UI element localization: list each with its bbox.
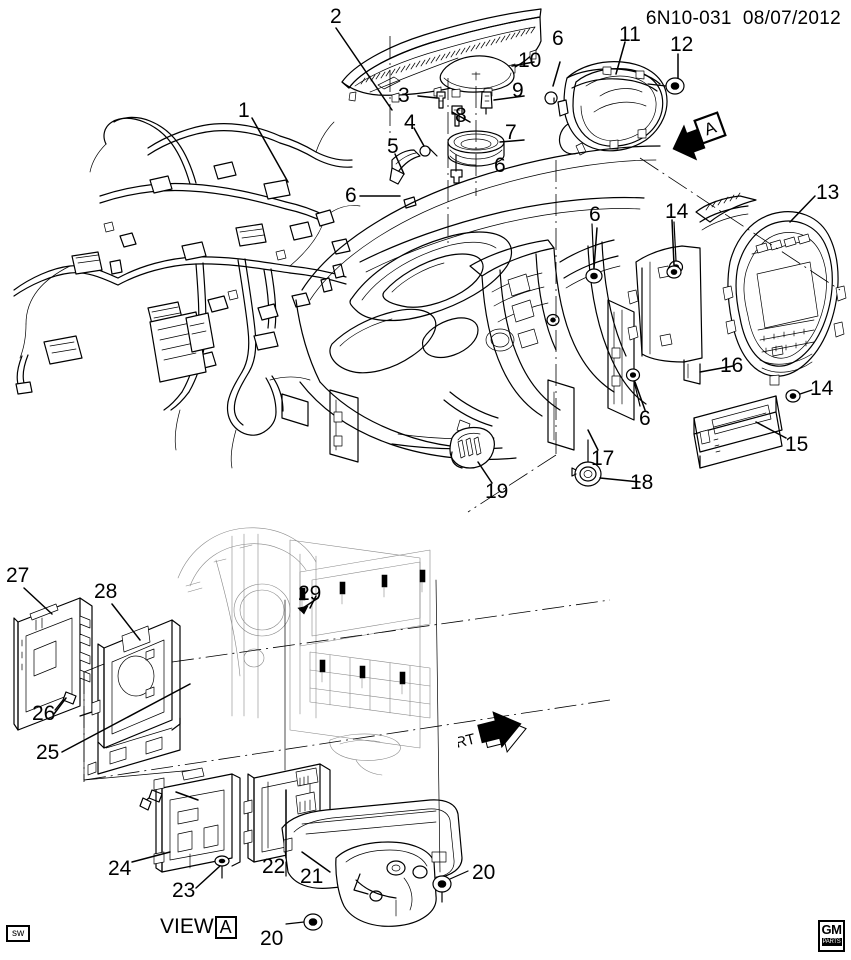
view-label-prefix: VIEW [160,915,214,938]
sheet-code-box: sw [6,925,31,942]
section-arrow-a-marker: A [668,108,730,170]
callout-1: 1 [238,99,250,122]
callout-13: 13 [816,181,840,204]
callout-21: 21 [300,865,324,888]
callout-5: 5 [387,135,399,158]
callout-2: 2 [330,5,342,28]
drawing-header: 6N10-031 08/07/2012 [645,8,841,29]
callout-18: 18 [630,471,654,494]
callout-25: 25 [36,741,60,764]
callout-23: 23 [172,879,196,902]
callout-14a: 14 [665,200,689,223]
callout-9: 9 [512,79,524,102]
part-accessory-socket-19 [449,426,495,469]
part-mounting-bracket-24 [153,767,241,873]
part-screws-6-center [546,221,684,407]
part-pin-4 [419,145,438,157]
callout-12: 12 [670,33,694,56]
part-wiring-harness [13,116,361,469]
callout-6d: 6 [589,203,601,226]
callout-26: 26 [32,702,56,725]
part-radio-module-15 [693,395,783,469]
svg-text:FRT: FRT [458,731,477,754]
part-speaker-grille-10 [439,55,515,98]
frt-orientation-marker: FRT [445,706,534,758]
callout-3: 3 [398,84,410,107]
part-clip-3 [436,91,446,109]
callout-6e: 6 [639,407,651,430]
view-label-id: A [214,915,237,939]
part-clip-6-cluster [544,91,558,105]
part-control-tray-21 [281,799,463,927]
gm-logo-secondary: PARTS [821,938,842,946]
part-carrier-bracket-28 [83,619,195,781]
callout-6a: 6 [345,184,357,207]
part-screws-6-lower [139,789,163,811]
callout-14b: 14 [810,377,834,400]
callout-6c: 6 [494,154,506,177]
callout-4: 4 [404,111,416,134]
gm-logo-primary: GM [821,922,842,937]
gm-logo: GM PARTS [818,920,845,952]
part-bcm-22 [243,763,331,877]
part-cluster-screw-12 [647,77,685,95]
callout-17: 17 [591,447,615,470]
view-label: VIEW A [160,915,237,939]
callout-29: 29 [298,582,322,605]
callout-20b: 20 [260,927,284,950]
callout-6b: 6 [552,27,564,50]
part-hvac-vent [695,192,757,231]
callout-16: 16 [720,354,744,377]
part-floor-tunnel-29 [177,527,431,776]
part-radio-bracket-16 [627,245,703,385]
callout-22: 22 [262,855,286,878]
part-harness-clips [320,263,345,293]
callout-8: 8 [455,104,467,127]
callout-19: 19 [485,480,509,503]
callout-15: 15 [785,433,809,456]
part-bracket-5 [389,149,421,209]
callout-27: 27 [6,564,30,587]
part-nut-23 [214,855,230,879]
part-screws-14 [666,265,813,403]
part-instrument-cluster [557,61,668,156]
callout-10: 10 [518,49,542,72]
callout-24: 24 [108,857,132,880]
part-retainer-9 [480,91,493,115]
callout-28: 28 [94,580,118,603]
part-bolt-6-speaker [450,154,463,184]
callout-20a: 20 [472,861,496,884]
part-screw-26 [54,691,77,711]
part-instrument-panel-body [281,145,661,463]
callout-11: 11 [619,23,641,46]
callout-7: 7 [505,121,517,144]
